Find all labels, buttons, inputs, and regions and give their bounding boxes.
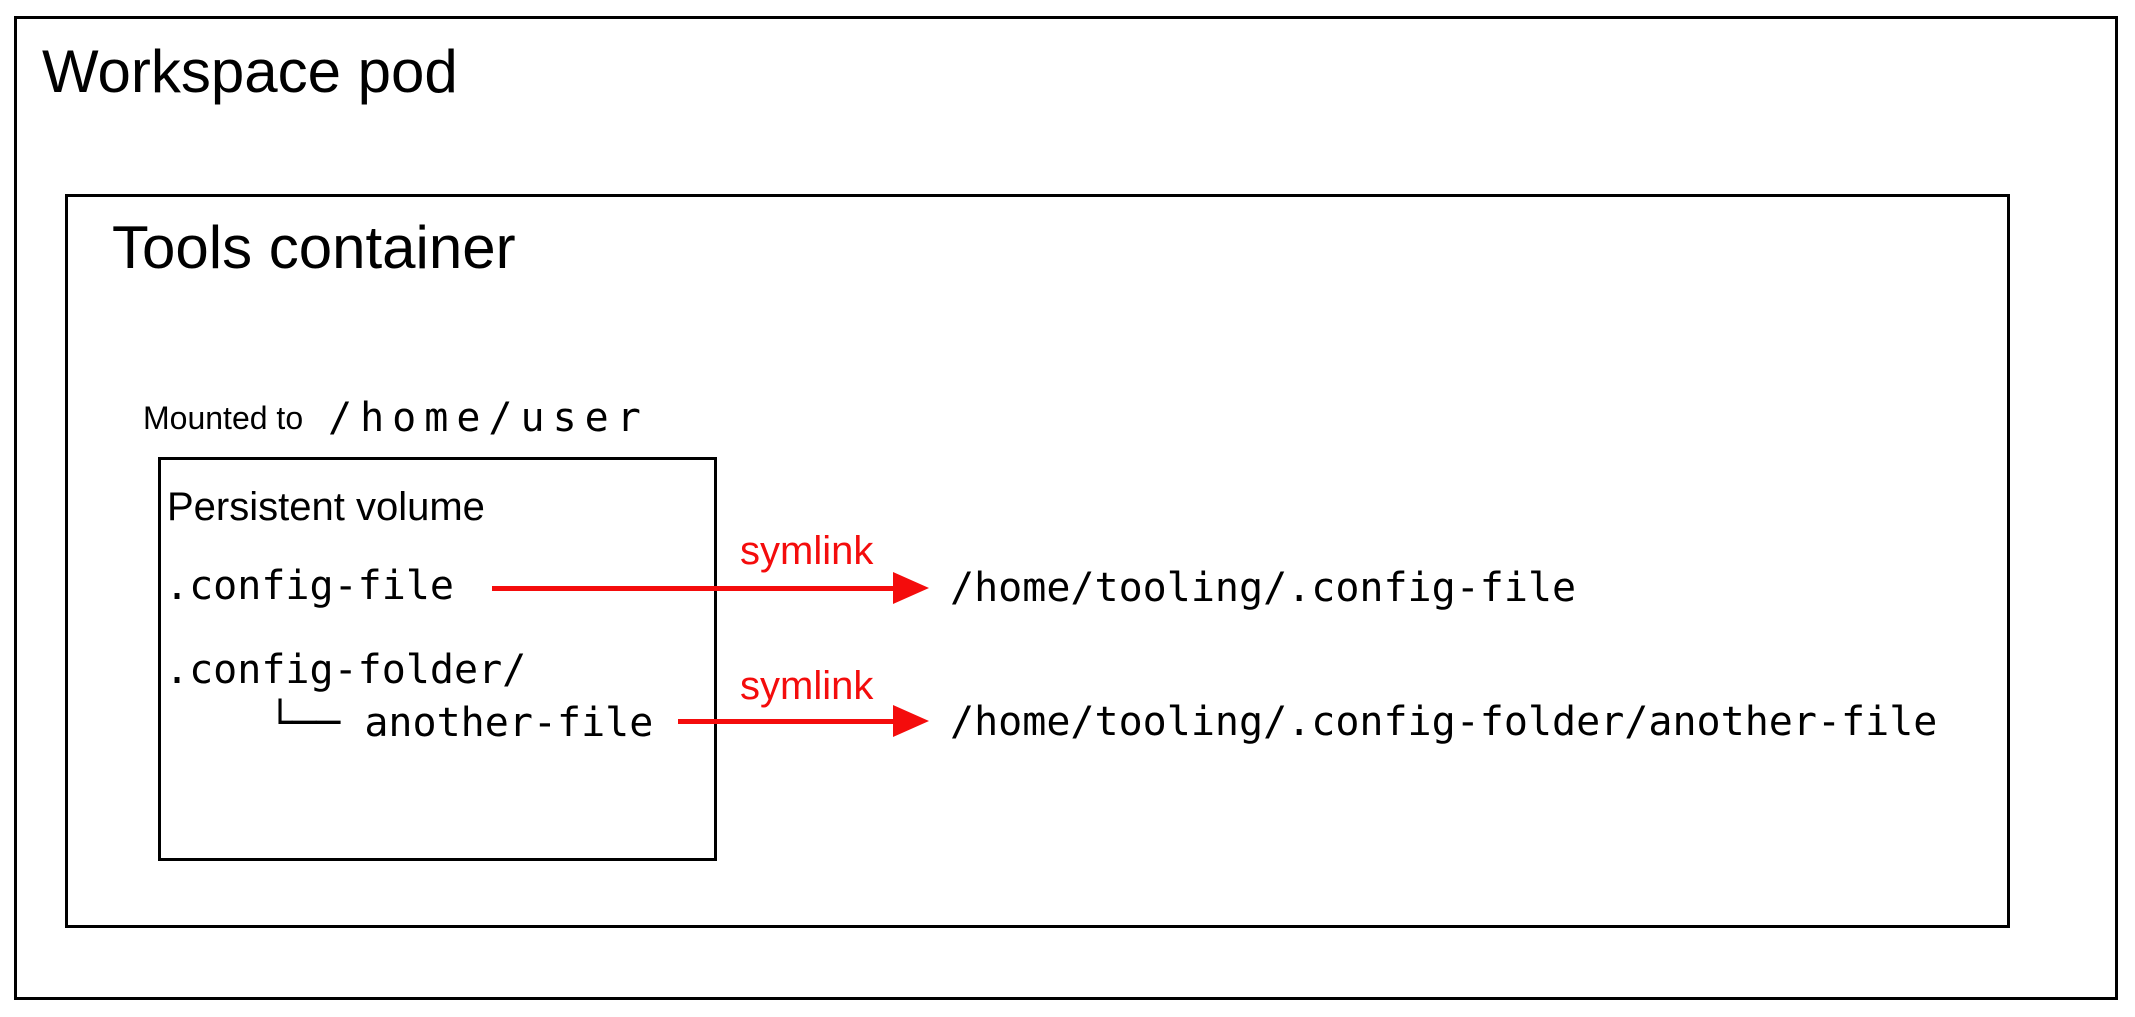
workspace-pod-title: Workspace pod bbox=[42, 38, 458, 105]
symlink-label-1: symlink bbox=[740, 529, 874, 573]
symlink-arrow-1-head-icon bbox=[893, 572, 929, 604]
mount-label: Mounted to bbox=[143, 400, 304, 436]
volume-entry-another-file: └── another-file bbox=[268, 700, 654, 746]
volume-entry-config-file: .config-file bbox=[165, 563, 454, 609]
tools-container-title: Tools container bbox=[112, 214, 516, 281]
symlink-arrow-1-line bbox=[492, 586, 895, 591]
workspace-pod-box bbox=[14, 16, 2118, 1000]
persistent-volume-box bbox=[158, 457, 717, 861]
symlink-target-2: /home/tooling/.config-folder/another-fil… bbox=[950, 699, 1938, 745]
symlink-arrow-2-head-icon bbox=[893, 705, 929, 737]
volume-entry-config-folder: .config-folder/ bbox=[165, 647, 527, 693]
symlink-arrow-2-line bbox=[678, 719, 895, 724]
tools-container-box bbox=[65, 194, 2010, 928]
symlink-target-1: /home/tooling/.config-file bbox=[950, 565, 1577, 611]
mount-path: /home/user bbox=[328, 395, 649, 441]
symlink-label-2: symlink bbox=[740, 664, 874, 708]
persistent-volume-title: Persistent volume bbox=[167, 485, 485, 529]
